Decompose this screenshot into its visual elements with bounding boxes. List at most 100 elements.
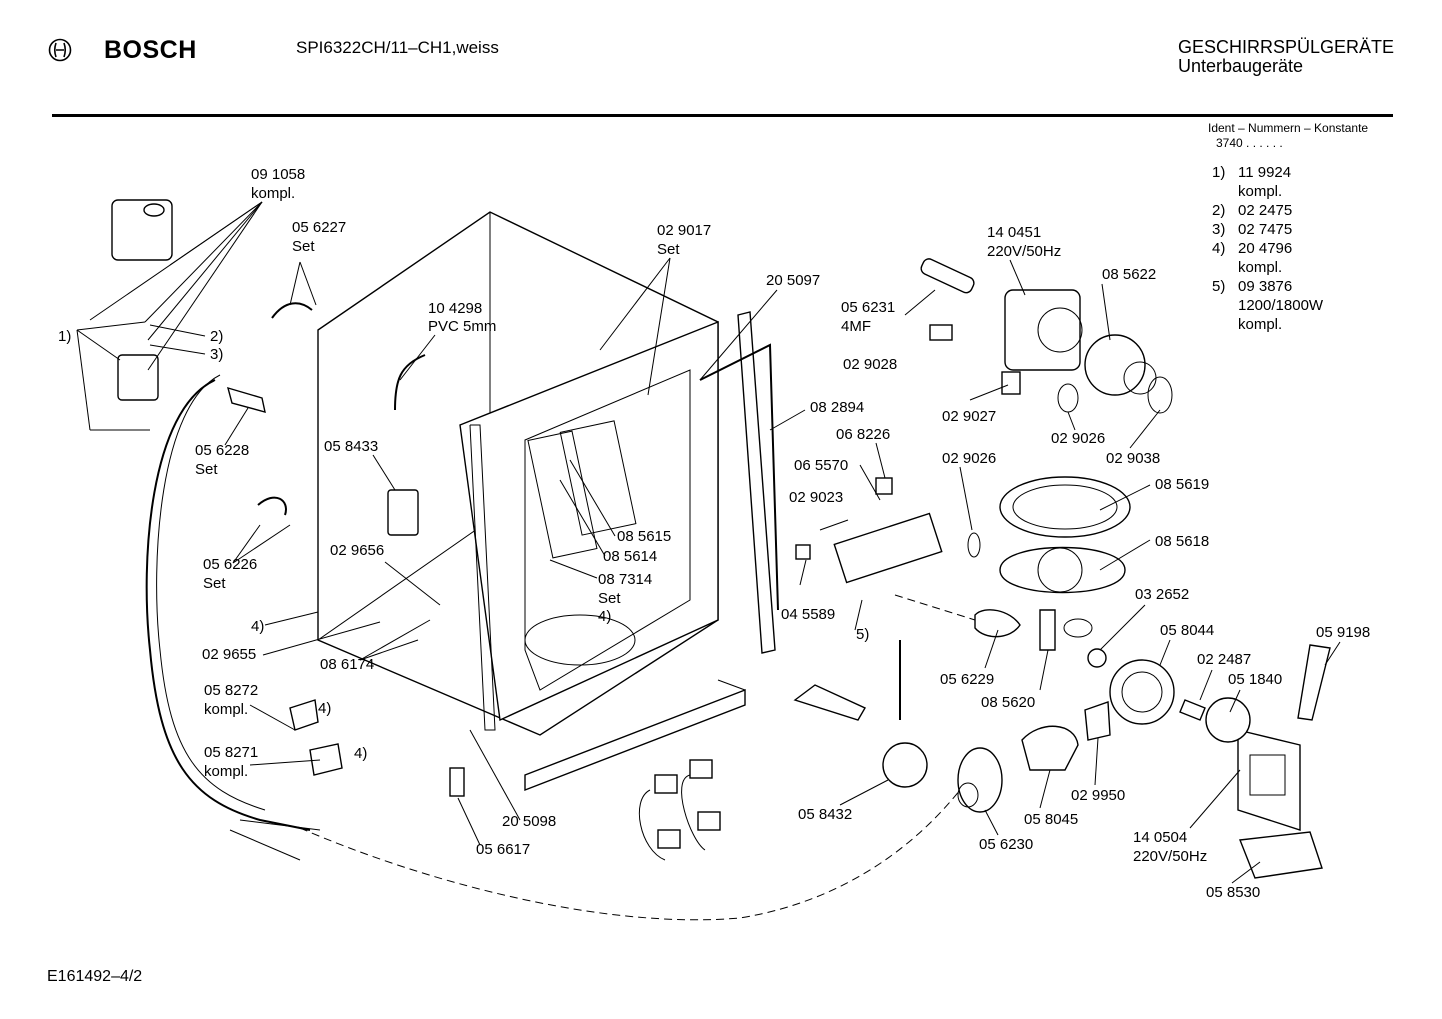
part-label: 05 8432 [798,806,853,823]
part-label: 02 9028 [843,356,898,373]
part-label: 05 8530 [1206,884,1261,901]
cabinet-frame [317,211,746,792]
part-label: 4) [318,700,332,717]
part-label: 05 8045 [1024,811,1079,828]
part-label: 2) [210,328,224,345]
part-label: 05 6617 [476,841,531,858]
part-label: kompl. [204,763,249,780]
ident-title: Ident – Nummern – Konstante [1208,121,1369,135]
part-label: 02 9656 [330,542,385,559]
part-label: 08 5622 [1102,266,1157,283]
part-label: 10 4298 [428,300,483,317]
part-label: 05 6226 [203,556,258,573]
ident-block: Ident – Nummern – Konstante 3740 . . . .… [1208,121,1368,151]
part-label: 5) [856,626,870,643]
part-label: 08 5620 [981,694,1036,711]
category-subtitle: Unterbaugeräte [1177,56,1304,76]
part-label: 02 9017 [657,222,712,239]
part-label: 220V/50Hz [1133,848,1208,865]
part-label: Set [657,241,680,258]
category-block: GESCHIRRSPÜLGERÄTE Unterbaugeräte [1178,38,1394,76]
water-switch [795,477,1021,638]
legend-row: 1)11 9924 [1212,164,1292,181]
circulation-pump [957,644,1331,879]
pump-assembly [920,258,1173,651]
part-label: Set [292,238,315,255]
part-label: 05 8044 [1160,622,1215,639]
part-label: Set [203,575,226,592]
part-label: 20 5097 [766,272,821,289]
header-rule [52,114,1393,117]
legend-row: 1200/1800W [1238,297,1324,314]
part-label: 03 2652 [1135,586,1190,603]
part-label: 14 0504 [1133,829,1188,846]
part-label: 06 8226 [836,426,891,443]
part-label: 05 9198 [1316,624,1371,641]
part-label: 4) [251,618,265,635]
part-label: 05 6228 [195,442,250,459]
part-label: 08 5615 [617,528,672,545]
pressure-switch [793,640,928,788]
part-label: 05 6230 [979,836,1034,853]
part-label: kompl. [251,185,296,202]
part-label: kompl. [204,701,249,718]
capacitor-and-cables [289,354,465,797]
part-label: 08 6174 [320,656,375,673]
part-label: 06 5570 [794,457,849,474]
part-label: 05 8433 [324,438,379,455]
drawing-id: E161492–4/2 [47,968,143,985]
bosch-logo-icon [48,38,72,62]
part-label: 02 9655 [202,646,257,663]
part-label: 04 5589 [781,606,836,623]
door-seals [469,311,779,731]
part-label: 05 8272 [204,682,259,699]
part-label: PVC 5mm [428,318,497,335]
model-number: SPI6322CH/11–CH1,weiss [296,38,499,57]
legend-row: kompl. [1238,259,1283,276]
footnote-legend: 1)11 9924 kompl. 2)02 2475 3)02 7475 4)2… [1212,163,1323,334]
part-label: 02 9950 [1071,787,1126,804]
ident-value: 3740 . . . . . . [1216,136,1283,150]
category-title: GESCHIRRSPÜLGERÄTE [1177,37,1394,57]
connector-cables [638,759,721,861]
part-label: 02 9038 [1106,450,1161,467]
legend-row: 2)02 2475 [1212,202,1293,219]
part-label: 4MF [841,318,871,335]
part-label: 08 5619 [1155,476,1210,493]
part-label: 08 5618 [1155,533,1210,550]
part-label: 02 9026 [1051,430,1106,447]
part-label: 09 1058 [251,166,306,183]
part-label: 08 7314 [598,571,653,588]
legend-row: 5)09 3876 [1212,278,1293,295]
part-label: 02 9023 [789,489,844,506]
part-label: 14 0451 [987,224,1042,241]
part-label: 220V/50Hz [987,243,1062,260]
part-label: 05 6227 [292,219,347,236]
part-label: Set [195,461,218,478]
part-label: 05 8271 [204,744,259,761]
part-label: 20 5098 [502,813,557,830]
brand-name: BOSCH [104,36,197,64]
part-label: 05 6231 [841,299,896,316]
legend-row: 3)02 7475 [1212,221,1293,238]
part-label: 4) [354,745,368,762]
part-label: 08 5614 [603,548,658,565]
part-label: 3) [210,346,224,363]
legend-row: kompl. [1238,183,1283,200]
part-label: 02 9027 [942,408,997,425]
part-label: 08 2894 [810,399,865,416]
part-label: 05 6229 [940,671,995,688]
part-label: 05 1840 [1228,671,1283,688]
inlet-hose [111,199,321,861]
part-label: 1) [58,328,72,345]
legend-row: 4)20 4796 [1212,240,1293,257]
assembly-link [299,789,961,921]
part-label: 4) [598,608,612,625]
leader-lines [76,201,1341,884]
legend-row: kompl. [1238,316,1283,333]
part-label: Set [598,590,621,607]
part-label: 02 9026 [942,450,997,467]
part-label: 02 2487 [1197,651,1252,668]
